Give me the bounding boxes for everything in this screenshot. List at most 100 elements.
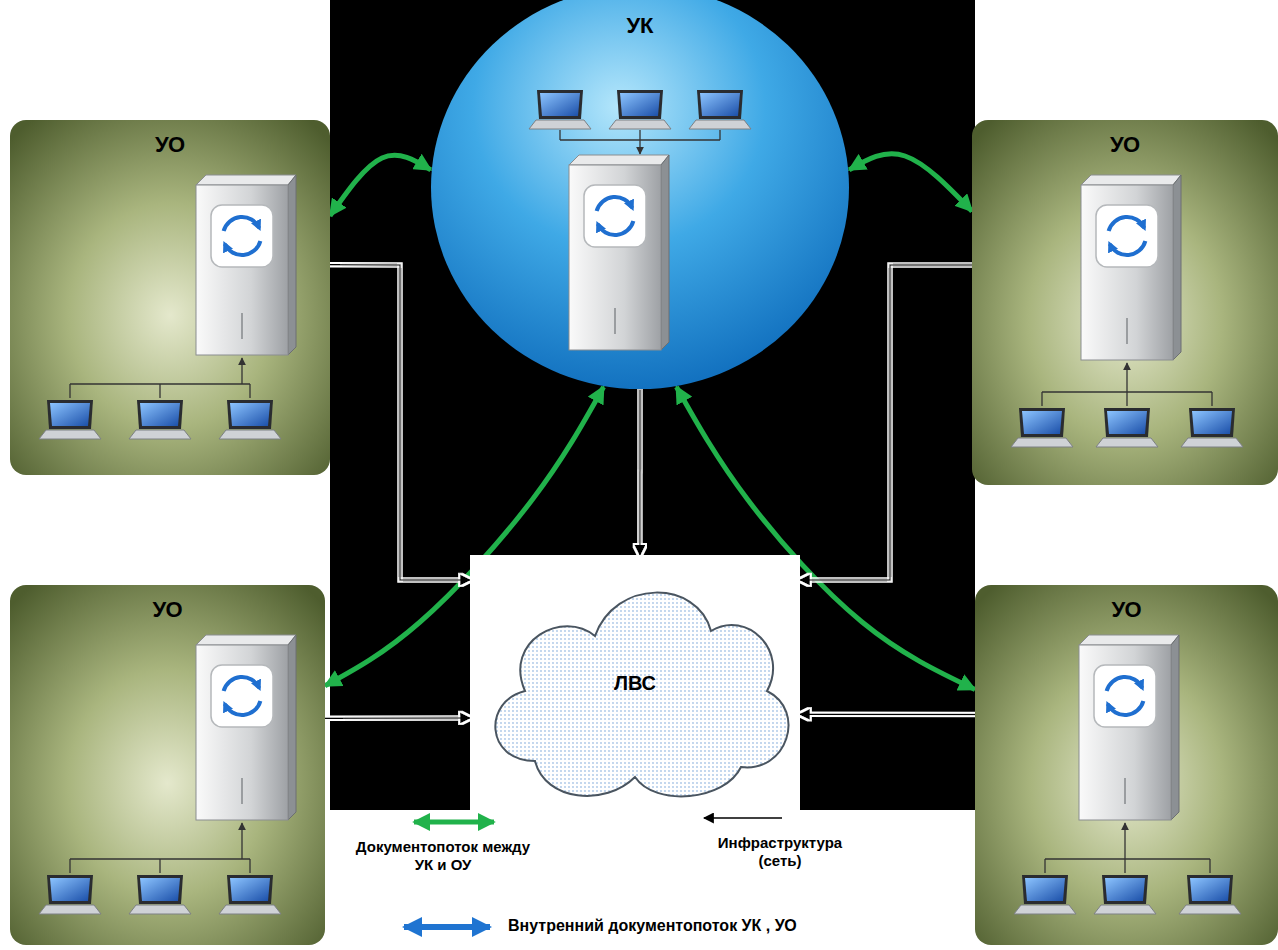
server-body: [1079, 645, 1171, 820]
server-slot: [1126, 318, 1128, 344]
tree-arrow: [1126, 363, 1127, 392]
laptop-screen: [50, 878, 90, 901]
server-icon: [1079, 635, 1179, 820]
laptop-base: [219, 905, 281, 914]
server-side: [288, 635, 296, 820]
tree-line: [69, 384, 70, 398]
laptop-screen-frame: [537, 90, 583, 119]
sync-tile: [1094, 665, 1156, 727]
legend-text: Внутренний документопоток УК , УО: [508, 916, 797, 935]
network-link-arrow: [330, 265, 470, 580]
tree-line: [1126, 392, 1127, 406]
laptop-base: [609, 120, 671, 129]
legend-black-arrow: [704, 817, 782, 819]
laptop-screen-frame: [617, 90, 663, 119]
laptop-screen: [1190, 878, 1230, 901]
server-body: [196, 185, 288, 355]
sync-arrow: [224, 677, 260, 691]
legend-text: Инфраструктура (сеть): [700, 834, 860, 870]
dark-backdrop: [330, 0, 975, 810]
laptop-icon: [529, 90, 591, 129]
document-flow-arrow: [330, 155, 431, 216]
server-slot: [614, 308, 616, 334]
node-label: УО: [1110, 132, 1140, 157]
workstation-group: [1011, 175, 1243, 447]
tree-line: [1041, 392, 1042, 406]
authority-circle: [431, 0, 849, 389]
tree-line: [559, 130, 560, 140]
org-box: [972, 120, 1278, 485]
laptop-base: [1011, 438, 1073, 447]
sync-arrow: [1107, 677, 1143, 691]
laptop-icon: [1179, 875, 1241, 914]
laptop-base: [1094, 905, 1156, 914]
tree-bus: [70, 383, 250, 384]
laptop-screen-frame: [47, 400, 93, 429]
laptop-screen-frame: [47, 875, 93, 904]
laptop-screen-frame: [137, 400, 183, 429]
node-label: УО: [1111, 597, 1141, 622]
org-box: [975, 585, 1278, 945]
tree-line: [719, 130, 720, 140]
server-icon: [196, 635, 296, 820]
server-slot: [1124, 778, 1126, 804]
laptop-base: [1014, 905, 1076, 914]
server-side: [288, 175, 296, 355]
node-shape: [975, 585, 1278, 945]
laptop-icon: [129, 875, 191, 914]
laptop-icon: [1014, 875, 1076, 914]
tree-line: [1209, 859, 1210, 873]
laptop-icon: [219, 875, 281, 914]
sync-arrow: [1108, 701, 1144, 715]
laptop-icon: [39, 875, 101, 914]
laptop-screen-frame: [1189, 408, 1235, 437]
laptop-base: [129, 905, 191, 914]
tree-line: [1124, 859, 1125, 873]
network-link-arrow: [800, 714, 975, 716]
tree-line: [1044, 859, 1045, 873]
workstation-group: [1014, 635, 1241, 914]
node-shape: [10, 585, 325, 945]
server-slot: [241, 778, 243, 804]
laptop-icon: [129, 400, 191, 439]
laptop-base: [1179, 905, 1241, 914]
org-box: [10, 120, 330, 475]
tree-line: [69, 859, 70, 873]
legend-blue-arrow: [404, 924, 490, 930]
tree-bus: [70, 858, 250, 859]
laptop-icon: [609, 90, 671, 129]
laptop-icon: [1094, 875, 1156, 914]
laptop-base: [1096, 438, 1158, 447]
laptop-screen-frame: [227, 400, 273, 429]
laptop-base: [1181, 438, 1243, 447]
legend-green-arrow: [414, 820, 494, 825]
laptop-screen-frame: [1022, 875, 1068, 904]
server-body: [196, 645, 288, 820]
node-label: ЛВС: [614, 672, 656, 695]
laptop-screen: [620, 93, 660, 116]
node-label: УО: [152, 597, 182, 622]
server-side: [1173, 175, 1181, 360]
tree-arrow: [241, 358, 242, 384]
sync-arrow: [224, 217, 260, 231]
node-shape: [430, 0, 850, 390]
laptop-icon: [39, 400, 101, 439]
laptop-icon: [1011, 408, 1073, 447]
laptop-screen: [230, 403, 270, 426]
server-icon: [1081, 175, 1181, 360]
tree-line: [249, 859, 250, 873]
org-box: [10, 585, 325, 945]
server-side: [661, 155, 669, 350]
sync-arrow: [1110, 241, 1146, 255]
laptop-icon: [1181, 408, 1243, 447]
node-label: УК: [626, 13, 653, 38]
laptop-screen: [1107, 411, 1147, 434]
laptop-icon: [1096, 408, 1158, 447]
laptop-icon: [689, 90, 751, 129]
server-top: [196, 175, 296, 185]
sync-arrow: [598, 221, 634, 235]
laptop-screen-frame: [1187, 875, 1233, 904]
node-shape: [972, 120, 1278, 485]
legend-text: Документопоток между УК и ОУ: [348, 838, 538, 874]
